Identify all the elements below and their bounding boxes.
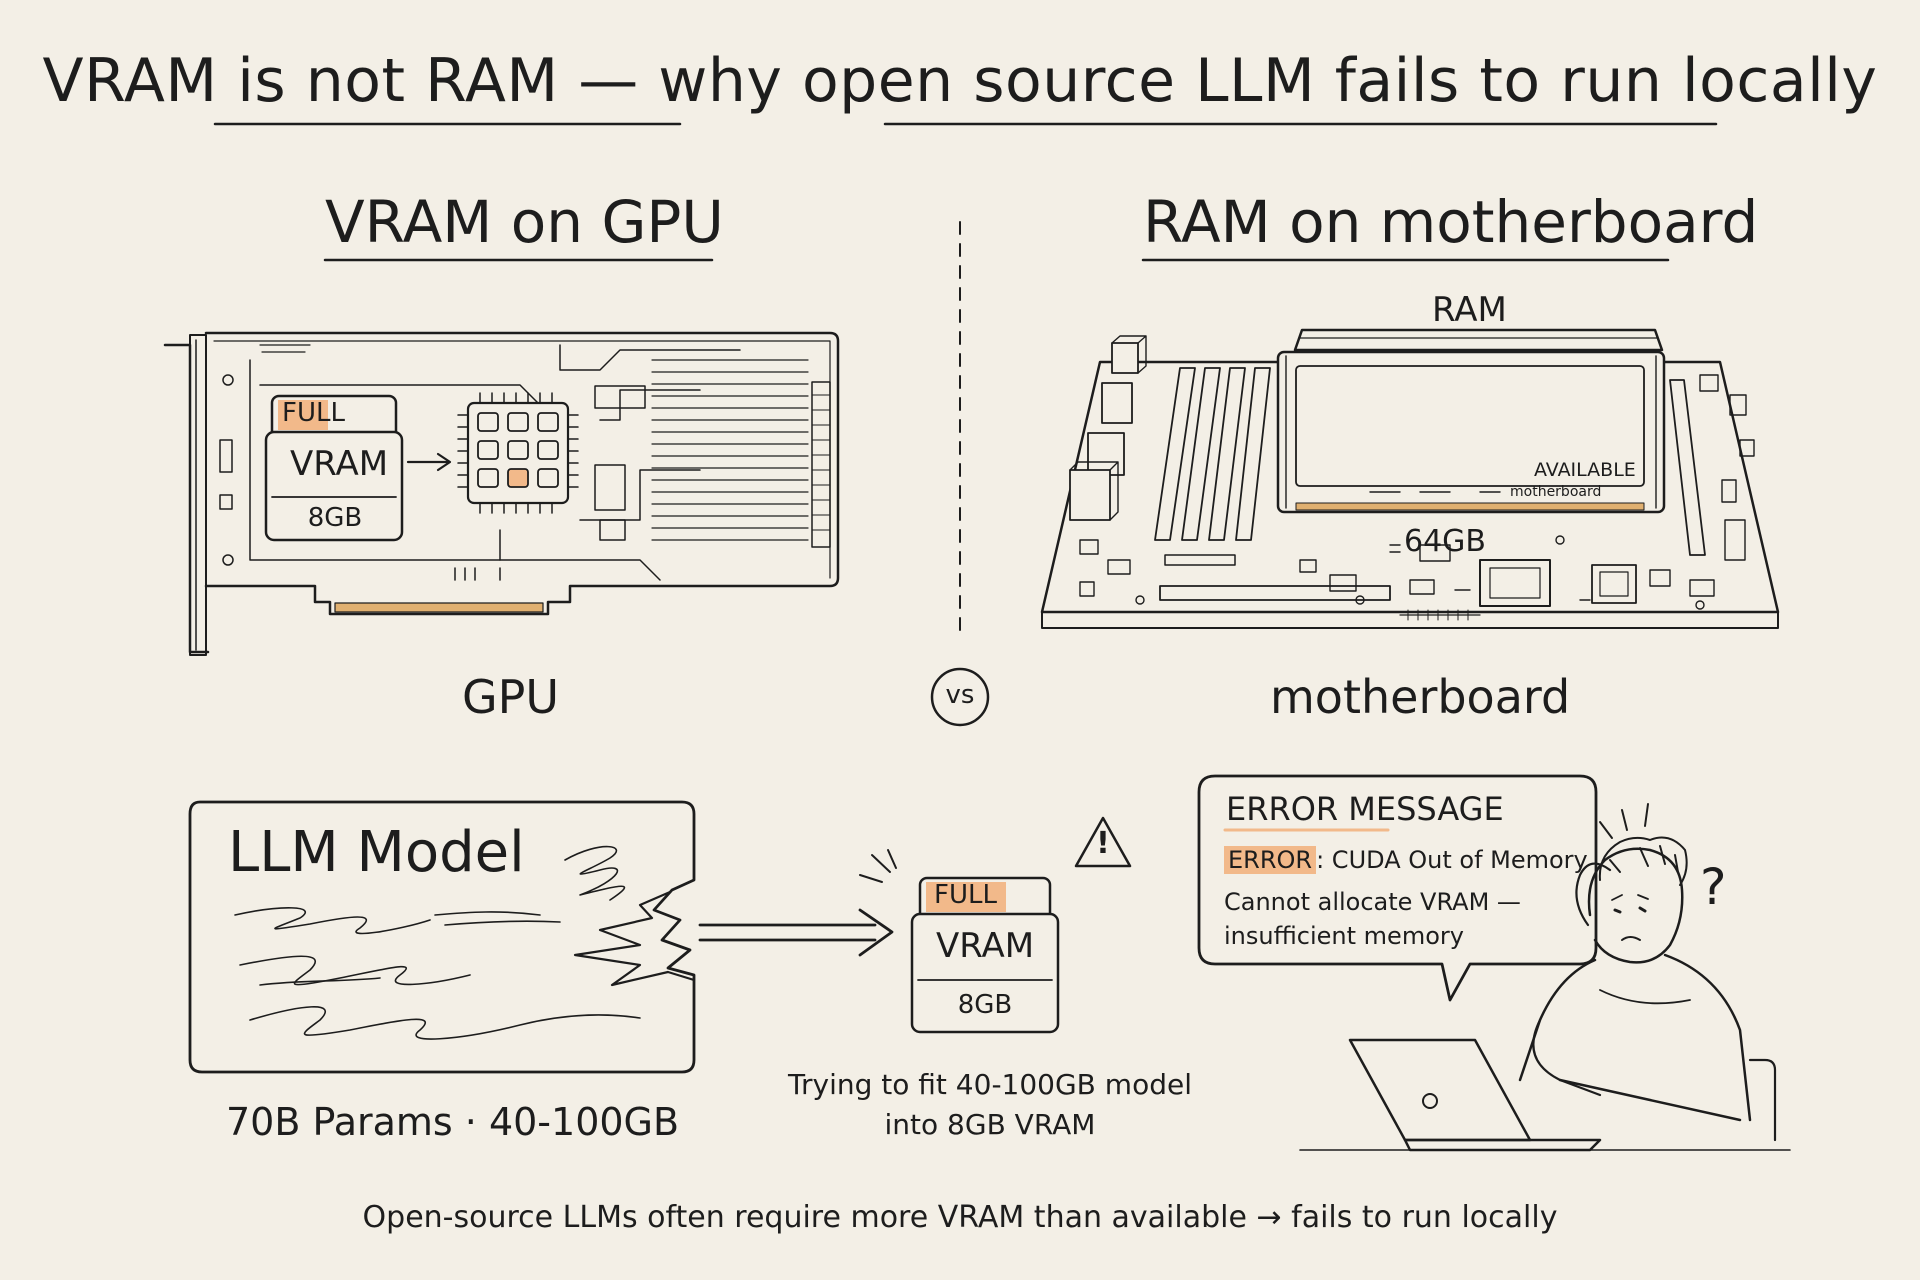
- error-tag: ERROR: [1224, 846, 1317, 874]
- laptop-icon: [1348, 1038, 1602, 1152]
- target-full-tag: FULL: [934, 880, 997, 910]
- llm-model-title: LLM Model: [228, 820, 525, 885]
- target-vram-chip: [910, 876, 1060, 1034]
- llm-model-box: [188, 800, 696, 1074]
- llm-model-caption: 70B Params · 40-100GB: [226, 1100, 680, 1144]
- vs-label: vs: [945, 680, 975, 710]
- error-line1: ERROR: CUDA Out of Memory: [1224, 846, 1588, 874]
- error-line1-rest: : CUDA Out of Memory: [1316, 846, 1588, 874]
- target-vram-size: 8GB: [957, 990, 1013, 1020]
- warning-glyph: !: [1096, 826, 1110, 861]
- ram-size: 64GB: [1404, 524, 1487, 559]
- gpu-card: [163, 331, 840, 656]
- board-print: motherboard: [1510, 484, 1602, 500]
- error-heading: ERROR MESSAGE: [1226, 790, 1504, 828]
- vram-heading: VRAM on GPU: [325, 188, 724, 256]
- warning-icon: [1074, 816, 1132, 868]
- fit-caption-line2: into 8GB VRAM: [884, 1108, 1096, 1141]
- available-tag: AVAILABLE: [1534, 459, 1636, 481]
- vs-circle: [930, 667, 990, 727]
- error-line2: Cannot allocate VRAM —: [1224, 888, 1521, 916]
- model-scribbles: [234, 845, 641, 1040]
- gpu-vram-size: 8GB: [307, 503, 363, 533]
- ram-heading: RAM on motherboard: [1143, 188, 1759, 256]
- vram-to-gpu-arrow: [406, 452, 452, 472]
- ram-label: RAM: [1432, 290, 1507, 330]
- fit-caption-line1: Trying to fit 40-100GB model: [788, 1068, 1192, 1101]
- motherboard-caption: motherboard: [1270, 670, 1571, 724]
- confused-person: [1518, 803, 1777, 1142]
- page-title: VRAM is not RAM — why open source LLM fa…: [42, 46, 1878, 116]
- gpu-vram-chip: [264, 394, 404, 542]
- gpu-vram-label: VRAM: [290, 444, 389, 484]
- gpu-full-tag: FULL: [282, 398, 345, 428]
- target-vram-label: VRAM: [935, 926, 1035, 966]
- gpu-caption: GPU: [462, 670, 560, 724]
- impact-marks: [859, 849, 897, 883]
- ram-module: [1276, 328, 1666, 514]
- gpu-die: [457, 392, 579, 514]
- fit-arrow: [698, 908, 894, 957]
- burst: [573, 890, 696, 987]
- error-bubble: [1197, 774, 1598, 1002]
- error-line3: insufficient memory: [1224, 922, 1464, 950]
- question-mark: ?: [1700, 858, 1727, 916]
- footer-note: Open-source LLMs often require more VRAM…: [362, 1200, 1558, 1235]
